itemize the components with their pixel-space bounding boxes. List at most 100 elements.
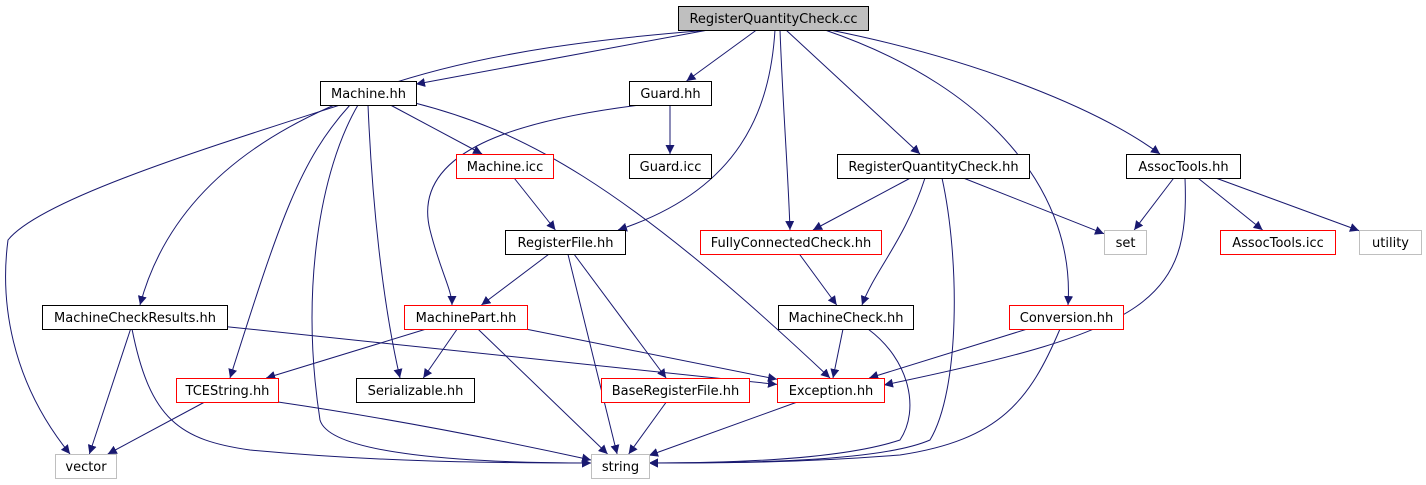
edge-line xyxy=(617,29,776,232)
edge-line xyxy=(798,253,838,306)
edge-root-to-rqc_hh xyxy=(785,29,921,155)
edge-line xyxy=(628,401,667,455)
node-baseregisterfile-hh[interactable]: BaseRegisterFile.hh xyxy=(601,378,750,403)
edge-line xyxy=(228,104,351,379)
node-box xyxy=(356,378,475,403)
edge-mcr_hh-to-exception_hh xyxy=(226,326,778,388)
node-root: RegisterQuantityCheck.cc xyxy=(678,6,869,31)
edge-line xyxy=(427,104,641,306)
edge-machinepart_hh-to-serializable_hh xyxy=(422,328,458,379)
edge-machine_hh-to-serializable_hh xyxy=(367,104,403,379)
node-machinecheck-hh[interactable]: MachineCheck.hh xyxy=(778,305,914,330)
edge-guard_hh-to-machinepart_hh xyxy=(427,104,641,306)
edge-line xyxy=(648,328,1061,468)
node-guard-icc[interactable]: Guard.icc xyxy=(629,154,712,179)
node-box xyxy=(1359,230,1422,255)
edge-line xyxy=(1197,177,1263,231)
node-label: BaseRegisterFile.hh xyxy=(612,384,740,399)
node-box xyxy=(629,154,712,179)
edge-exception_hh-to-string xyxy=(648,401,798,457)
node-registerfile-hh[interactable]: RegisterFile.hh xyxy=(505,230,626,255)
edge-mcr_hh-to-vector xyxy=(87,328,132,455)
node-mcr-hh[interactable]: MachineCheckResults.hh xyxy=(42,305,228,330)
edge-line xyxy=(513,177,556,231)
node-label: Serializable.hh xyxy=(368,384,464,399)
node-assoctools-icc[interactable]: AssocTools.icc xyxy=(1220,230,1336,255)
edge-root-to-registerfile_hh xyxy=(617,29,776,232)
node-label: Machine.icc xyxy=(467,160,543,175)
edge-machinecheck_hh-to-exception_hh xyxy=(830,328,844,379)
edge-assoctools_hh-to-utility xyxy=(1215,177,1360,232)
node-label: utility xyxy=(1372,236,1409,251)
node-box xyxy=(42,305,228,330)
edge-line xyxy=(137,29,711,306)
edge-line xyxy=(131,328,592,468)
node-box xyxy=(404,305,528,330)
node-conversion-hh[interactable]: Conversion.hh xyxy=(1009,305,1124,330)
node-machinepart-hh[interactable]: MachinePart.hh xyxy=(404,305,528,330)
edge-assoctools_hh-to-exception_hh xyxy=(883,177,1186,388)
edge-line xyxy=(963,177,1105,235)
edge-conversion_hh-to-exception_hh xyxy=(869,328,1028,380)
edge-machine_hh-to-exception_hh xyxy=(414,102,831,379)
node-box xyxy=(55,454,117,479)
node-box xyxy=(700,230,882,255)
edge-line xyxy=(824,29,1074,306)
node-guard-hh[interactable]: Guard.hh xyxy=(629,81,712,106)
edge-conversion_hh-to-string xyxy=(648,328,1061,468)
edge-registerfile_hh-to-machinepart_hh xyxy=(481,253,550,306)
edge-line xyxy=(87,328,132,455)
edge-root-to-mcr_hh xyxy=(137,29,711,306)
node-assoctools-hh[interactable]: AssocTools.hh xyxy=(1126,154,1241,179)
node-box xyxy=(456,154,554,179)
node-machine-hh[interactable]: Machine.hh xyxy=(320,81,417,106)
node-label: RegisterQuantityCheck.hh xyxy=(848,160,1018,175)
node-box xyxy=(505,230,626,255)
edge-line xyxy=(5,104,341,455)
edge-rqc_hh-to-fcc_hh xyxy=(812,177,911,231)
node-vector: vector xyxy=(55,454,117,479)
node-box xyxy=(1126,154,1241,179)
node-label: TCEString.hh xyxy=(185,384,270,399)
node-box xyxy=(320,81,417,106)
edge-root-to-machine_hh xyxy=(415,29,709,87)
node-box xyxy=(629,81,712,106)
node-fcc-hh[interactable]: FullyConnectedCheck.hh xyxy=(700,230,882,255)
edge-line xyxy=(829,29,1161,155)
edge-registerfile_hh-to-string xyxy=(567,253,620,455)
edge-line xyxy=(573,253,667,379)
node-label: vector xyxy=(65,460,107,475)
node-exception-hh[interactable]: Exception.hh xyxy=(777,378,885,403)
node-box xyxy=(678,6,869,31)
edge-assoctools_hh-to-assoctools_icc xyxy=(1197,177,1263,231)
edge-line xyxy=(422,328,458,379)
edge-line xyxy=(830,328,844,379)
node-box xyxy=(1009,305,1124,330)
node-string: string xyxy=(591,454,650,479)
node-label: MachinePart.hh xyxy=(416,311,517,326)
node-box xyxy=(778,305,914,330)
node-label: AssocTools.hh xyxy=(1138,160,1228,175)
edge-line xyxy=(860,177,926,306)
edge-line xyxy=(266,328,427,380)
node-label: AssocTools.icc xyxy=(1232,236,1324,251)
edge-machine_hh-to-vector xyxy=(5,104,341,455)
node-label: Conversion.hh xyxy=(1020,311,1114,326)
node-tcestring-hh[interactable]: TCEString.hh xyxy=(176,378,279,403)
node-machine-icc[interactable]: Machine.icc xyxy=(456,154,554,179)
node-rqc-hh[interactable]: RegisterQuantityCheck.hh xyxy=(837,154,1030,179)
edge-mcr_hh-to-string xyxy=(131,328,592,468)
node-box xyxy=(777,378,885,403)
node-label: Machine.hh xyxy=(331,87,406,102)
edge-machinepart_hh-to-tcestring_hh xyxy=(266,328,427,380)
node-set: set xyxy=(1104,230,1147,255)
edge-line xyxy=(390,104,483,155)
node-label: FullyConnectedCheck.hh xyxy=(711,236,872,251)
node-serializable-hh[interactable]: Serializable.hh xyxy=(356,378,475,403)
edge-line xyxy=(1133,177,1175,231)
edge-line xyxy=(481,253,550,306)
edge-line xyxy=(567,253,620,455)
edge-machine_icc-to-registerfile_hh xyxy=(513,177,556,231)
